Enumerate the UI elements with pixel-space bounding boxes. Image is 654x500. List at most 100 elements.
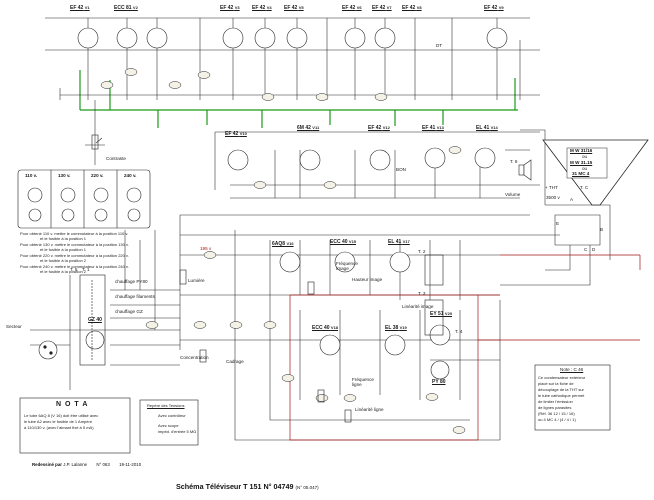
pin-c-label: C bbox=[584, 247, 588, 252]
test-points bbox=[100, 68, 466, 434]
contrast-label: Contraste bbox=[106, 156, 126, 161]
tube-envelope bbox=[299, 149, 321, 171]
tube-label: 6M 42 V11 bbox=[297, 125, 320, 131]
line-frequency-label: Fréquence ligne bbox=[352, 377, 374, 387]
hv-wiring bbox=[289, 254, 641, 441]
voltage-header-240: 240 v. bbox=[124, 173, 137, 178]
tube-label: GZ 40 bbox=[88, 317, 102, 323]
note-c46-line: de limiter l'émission bbox=[538, 399, 573, 404]
voltage-note: et le fusible à la position 2 bbox=[40, 269, 87, 274]
tube-label: EL 41 V17 bbox=[388, 239, 410, 245]
dt-label: DT bbox=[436, 43, 443, 48]
line-linearity-label: Linéarité ligne bbox=[355, 407, 384, 412]
tube-label: EF 42 V8 bbox=[402, 5, 422, 11]
pin-d-label: D bbox=[592, 247, 596, 252]
legend-item: Avec scope bbox=[158, 423, 179, 428]
note-c46-line: découplage de la THT sur bbox=[538, 387, 584, 392]
tube-label: EL 38 V19 bbox=[385, 325, 407, 331]
crt-model-3: 31 MC 4 bbox=[572, 171, 590, 176]
transformer-t6-label: T. 6 bbox=[510, 159, 518, 164]
tube-label: ECC 40 V18 bbox=[312, 325, 339, 331]
nota-line: Le tube 6AQ 8 (V 16) doit être utilisé a… bbox=[24, 413, 99, 418]
voltage-note: Pour obtenir 130 v. mettre le commutateu… bbox=[20, 242, 129, 247]
frame-frequency-label: Fréquence Image bbox=[336, 261, 358, 271]
crt-model-or-2: ou bbox=[582, 166, 588, 171]
crt-model-or-1: ou bbox=[582, 154, 588, 159]
note-c46-line: le tube cathodique permet bbox=[538, 393, 585, 398]
tube-label: EF 42 V9 bbox=[484, 5, 504, 11]
tube-envelope bbox=[384, 334, 406, 356]
tube-envelope bbox=[344, 27, 366, 49]
credit-date: 19-11-2010 bbox=[119, 462, 142, 467]
green-bus bbox=[79, 70, 518, 128]
potentiometers bbox=[91, 134, 352, 423]
legend-item: Avec contrôleur bbox=[158, 413, 186, 418]
tube-envelope bbox=[334, 251, 356, 273]
tube-label: EF 42 V6 bbox=[342, 5, 362, 11]
voltage-header-110: 110 v. bbox=[25, 173, 38, 178]
redrawn-credit: Redessiné par J.P. Lalanne N° 063 19-11-… bbox=[32, 462, 141, 467]
tube-envelope bbox=[486, 27, 508, 49]
tht-label: + THT bbox=[545, 185, 558, 190]
tube-label: PY 80 bbox=[432, 379, 446, 385]
info-boxes bbox=[19, 364, 611, 454]
main-wiring bbox=[30, 17, 611, 441]
crt-model-1: M W 31/16 bbox=[570, 148, 593, 153]
frame-linearity-label: Linéarité image bbox=[402, 304, 434, 309]
note-c46-line: placé sur la fiche de bbox=[538, 381, 574, 386]
pin-a-label: A bbox=[570, 197, 574, 202]
lower-tube-row bbox=[85, 251, 451, 380]
tube-envelope bbox=[424, 147, 446, 169]
heater-py80-label: chauffage PY80 bbox=[115, 279, 148, 284]
frame-height-label: Hauteur image bbox=[352, 277, 383, 282]
power-transformer bbox=[79, 274, 106, 366]
credit-ref: N° 063 bbox=[96, 462, 110, 467]
tube-label: 6AQ8 V16 bbox=[272, 241, 294, 247]
note-c46-line: (Réf. 36 12 / 15 / 16) bbox=[538, 411, 575, 416]
note-c46-line: ou 4 MC 4 / (4 / 4 / 1) bbox=[538, 417, 576, 422]
line-output-transformer bbox=[424, 299, 444, 336]
tube-label: EL 41 V14 bbox=[476, 125, 498, 131]
tube-envelope bbox=[319, 334, 341, 356]
loudspeaker-icon bbox=[518, 159, 532, 181]
voltage-header-130: 130 v. bbox=[58, 173, 71, 178]
voltage-note: Pour obtenir 220 v. mettre le commutateu… bbox=[20, 253, 129, 258]
heater-gz-label: chauffage GZ bbox=[115, 309, 143, 314]
transformer-t3-label: T. 3 bbox=[418, 291, 426, 296]
legend-title: Repère des Tensions bbox=[147, 403, 185, 408]
tube-envelope bbox=[369, 149, 391, 171]
transformer-t4-label: T. 4 bbox=[455, 329, 463, 334]
nota-line: le tube A2 avec le fusible de 1 Ampère bbox=[24, 419, 93, 424]
tube-envelope bbox=[116, 27, 138, 49]
mains-plug-icon bbox=[38, 340, 58, 360]
title-text: Schéma Téléviseur T 151 N° 04749 bbox=[176, 482, 294, 491]
credit-name: J.P. Lalanne bbox=[63, 462, 88, 467]
note-c46-line: Ce condensateur extérieur bbox=[538, 375, 586, 380]
tube-envelope bbox=[77, 27, 99, 49]
tube-envelope bbox=[254, 27, 276, 49]
tube-label: EF 42 V4 bbox=[252, 5, 272, 11]
volume-label: Volume bbox=[505, 192, 521, 197]
tube-label: EF 42 V7 bbox=[372, 5, 392, 11]
note-c46-title: Note : C 46 bbox=[560, 367, 584, 372]
tube-envelope bbox=[374, 27, 396, 49]
tc-label: T. C bbox=[580, 185, 589, 190]
tube-label: EF 42 V10 bbox=[225, 131, 247, 137]
sound-tube-row bbox=[227, 147, 496, 171]
pin-b-label: B bbox=[600, 227, 604, 232]
tube-label: EF 42 V5 bbox=[284, 5, 304, 11]
voltage-note: Pour obtenir 240 v. mettre le commutateu… bbox=[20, 264, 129, 269]
tube-label: EF 41 V13 bbox=[422, 125, 444, 131]
voltage-note: et le fusible à la position 1 bbox=[40, 247, 87, 252]
nota-line: à 110/130 v. (avec l'aimant fixé à 5 mA) bbox=[24, 425, 94, 430]
tube-envelope bbox=[279, 251, 301, 273]
tube-envelope bbox=[286, 27, 308, 49]
legend-item: impéd. d'entrée 5 MΩ bbox=[158, 429, 197, 434]
note-c46-line: de lignes parasites bbox=[538, 405, 572, 410]
tube-label: EY 51 V20 bbox=[430, 311, 453, 317]
tube-label: EF 42 V12 bbox=[368, 125, 390, 131]
voltage-selector-drawing bbox=[17, 169, 151, 229]
transformer-t1-label: T. 1 bbox=[82, 267, 90, 272]
